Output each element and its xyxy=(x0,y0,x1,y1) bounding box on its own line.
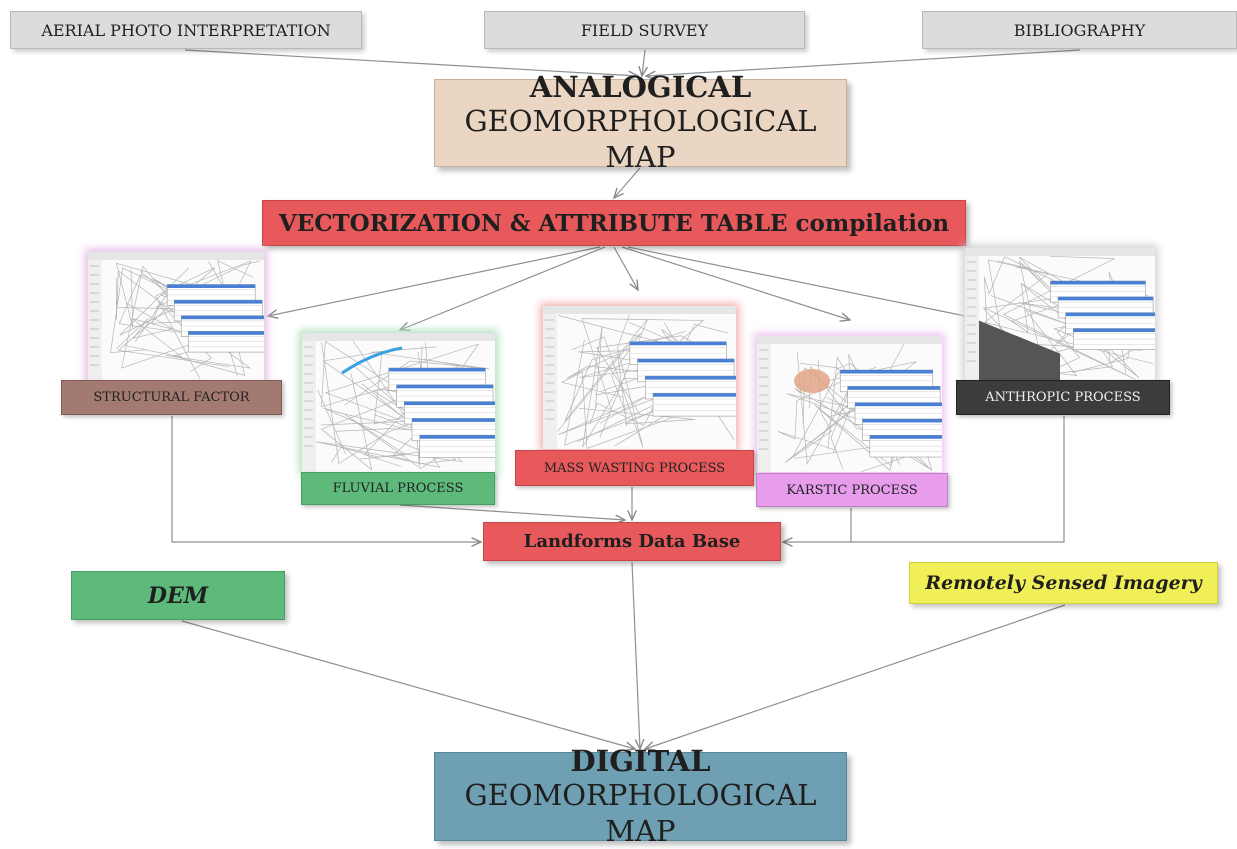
arrow-vect-to-fluvial xyxy=(400,246,606,330)
mass-wasting-screenshot-thumbnail xyxy=(543,306,736,449)
arrow-vect-to-anthropic xyxy=(627,246,975,318)
remote-sensing-label: Remotely Sensed Imagery xyxy=(925,572,1202,594)
source-bibliography: BIBLIOGRAPHY xyxy=(922,11,1237,49)
anthropic-process-text: ANTHROPIC PROCESS xyxy=(985,390,1141,405)
source-field-survey: FIELD SURVEY xyxy=(484,11,805,49)
source-bibliography-label: BIBLIOGRAPHY xyxy=(1013,20,1146,40)
gis-map-drawing xyxy=(302,333,495,473)
analogical-map-subtitle: GEOMORPHOLOGICAL MAP xyxy=(464,104,817,174)
digital-map-box: DIGITAL GEOMORPHOLOGICAL MAP xyxy=(434,745,847,848)
source-aerial-photo: AERIAL PHOTO INTERPRETATION xyxy=(10,11,362,49)
vectorization-box: VECTORIZATION & ATTRIBUTE TABLE compilat… xyxy=(262,200,966,246)
structural-screenshot-thumbnail xyxy=(88,252,264,382)
karstic-process-label: KARSTIC PROCESS xyxy=(756,473,948,507)
karstic-process-text: KARSTIC PROCESS xyxy=(786,482,918,498)
vectorization-label: VECTORIZATION & ATTRIBUTE TABLE compilat… xyxy=(278,209,950,237)
gis-map-drawing xyxy=(757,336,942,472)
analogical-map-title: ANALOGICAL xyxy=(529,70,752,104)
mass-wasting-process-label: MASS WASTING PROCESS xyxy=(515,450,754,486)
arrow-vect-to-karstic xyxy=(621,246,850,320)
fluvial-process-text: FLUVIAL PROCESS xyxy=(332,481,464,496)
arrow-field-to-analogical xyxy=(642,49,645,76)
gis-map-drawing xyxy=(543,306,736,449)
remote-sensing-box: Remotely Sensed Imagery xyxy=(909,562,1218,604)
structural-factor-label: STRUCTURAL FACTOR xyxy=(61,380,282,415)
source-field-survey-label: FIELD SURVEY xyxy=(580,20,709,40)
arrow-dem-to-digital xyxy=(181,620,635,749)
dem-box: DEM xyxy=(71,571,285,620)
fluvial-process-label: FLUVIAL PROCESS xyxy=(301,472,495,505)
arrow-vect-to-mass xyxy=(613,246,638,290)
arrow-db-to-digital xyxy=(631,561,640,749)
connector-anthropic-to-db xyxy=(783,416,1065,542)
arrow-vect-to-structural xyxy=(268,246,601,316)
landforms-database-label: Landforms Data Base xyxy=(523,531,741,552)
anthropic-screenshot-thumbnail xyxy=(965,248,1155,380)
arrow-aerial-to-analogical xyxy=(184,49,638,76)
structural-factor-text: STRUCTURAL FACTOR xyxy=(93,390,250,405)
arrow-biblio-to-analogical xyxy=(646,49,1081,76)
fluvial-screenshot-thumbnail xyxy=(302,333,495,473)
connector-fluvial-to-db xyxy=(399,504,625,520)
digital-map-title: DIGITAL xyxy=(570,743,711,778)
analogical-map-box: ANALOGICAL GEOMORPHOLOGICAL MAP xyxy=(434,71,847,174)
arrow-analogical-to-vectorization xyxy=(614,167,641,198)
connector-structural-to-db xyxy=(171,416,481,542)
mass-wasting-process-text: MASS WASTING PROCESS xyxy=(543,460,726,476)
digital-map-subtitle: GEOMORPHOLOGICAL MAP xyxy=(464,777,817,848)
dem-label: DEM xyxy=(147,582,209,609)
karstic-screenshot-thumbnail xyxy=(757,336,942,472)
arrow-rsi-to-digital xyxy=(645,604,1066,749)
source-aerial-photo-label: AERIAL PHOTO INTERPRETATION xyxy=(41,20,331,40)
gis-map-drawing xyxy=(88,252,264,382)
anthropic-process-label: ANTHROPIC PROCESS xyxy=(956,380,1170,415)
gis-map-drawing xyxy=(965,248,1155,380)
landforms-database-box: Landforms Data Base xyxy=(483,522,781,561)
